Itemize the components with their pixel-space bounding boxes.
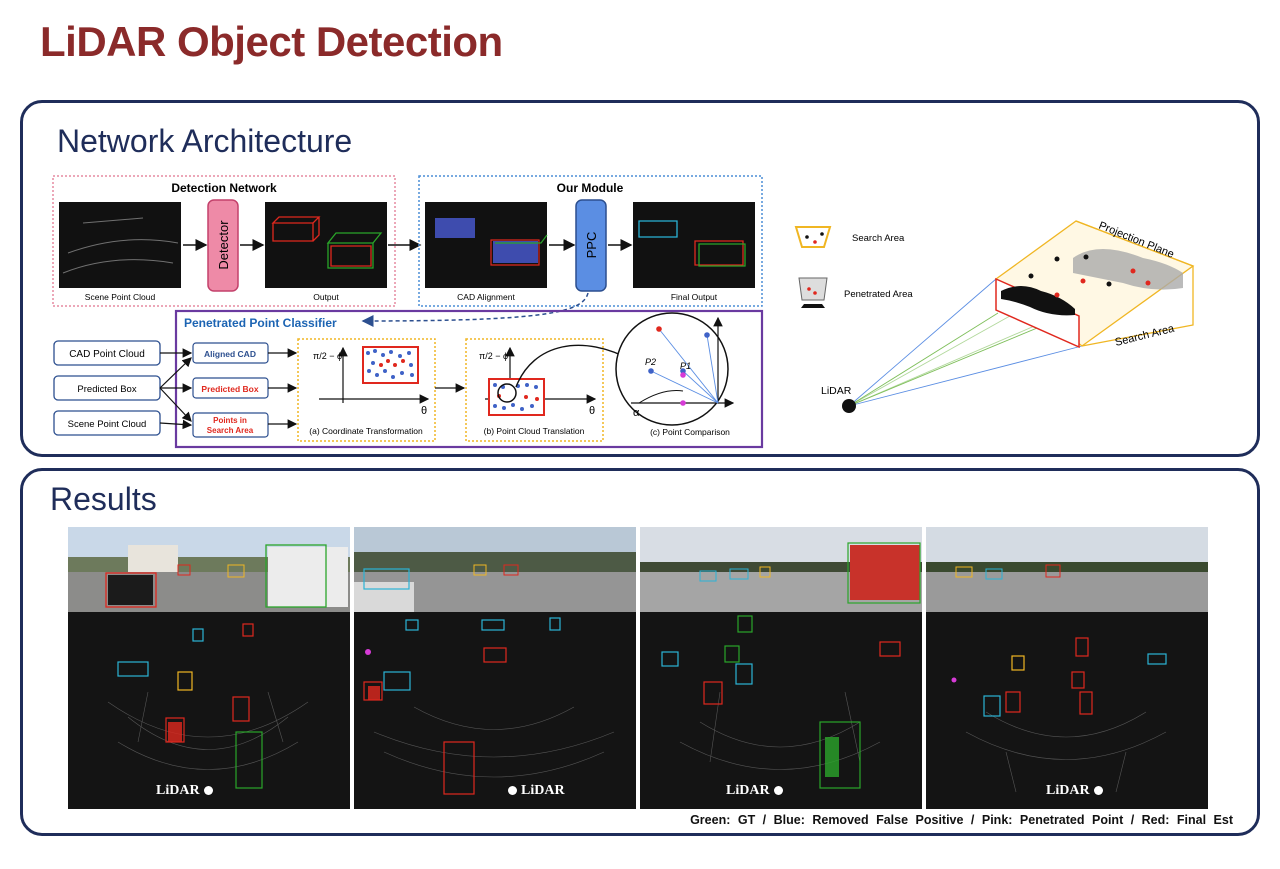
result-scene-1: LiDAR (68, 527, 350, 809)
final-output-image (633, 202, 755, 288)
result-scene-2: LiDAR (354, 527, 636, 809)
lidar-label-1: LiDAR (156, 783, 217, 799)
axis-y-label-b: π/2 − ϕ (479, 351, 508, 361)
penetrated-area-legend-icon (798, 277, 828, 308)
architecture-heading: Network Architecture (57, 123, 353, 159)
page-title: LiDAR Object Detection (40, 18, 503, 65)
step-a-caption: (a) Coordinate Transformation (309, 426, 423, 436)
points-in-label: Points in (213, 416, 247, 425)
output-image (265, 202, 387, 288)
aligned-cad-label: Aligned CAD (204, 349, 256, 359)
point-comparison-circle (615, 312, 729, 426)
input-scene-label: Scene Point Cloud (68, 419, 147, 430)
search-area-legend-label: Search Area (852, 233, 905, 244)
step-b-caption: (b) Point Cloud Translation (484, 426, 585, 436)
results-grid: LiDAR (68, 527, 1208, 809)
lidar-view-3: LiDAR (640, 612, 922, 809)
lidar-view-4: LiDAR (926, 612, 1208, 809)
camera-image-2 (354, 527, 636, 612)
input-predicted-label: Predicted Box (77, 384, 136, 395)
lidar-label-4: LiDAR (1046, 783, 1107, 799)
input-cad-label: CAD Point Cloud (69, 349, 145, 360)
ppc-label: PPC (584, 232, 599, 259)
predicted-box-label: Predicted Box (201, 384, 258, 394)
cad-alignment-caption: CAD Alignment (457, 292, 515, 302)
classifier-box (174, 309, 764, 449)
p1-label: P1 (680, 361, 691, 371)
camera-image-4 (926, 527, 1208, 612)
search-area-diagram-label: Search Area (1114, 322, 1176, 349)
detection-network-label: Detection Network (171, 181, 277, 195)
architecture-panel: Network Architecture Detection Network S… (20, 100, 1260, 457)
results-legend: Green: GT / Blue: Removed False Positive… (690, 813, 1233, 827)
result-scene-4: LiDAR (926, 527, 1208, 809)
results-heading: Results (50, 481, 157, 517)
ppc-block (575, 199, 607, 292)
lidar-label-2: LiDAR (504, 783, 565, 799)
lidar-origin-label: LiDAR (821, 385, 852, 397)
our-module-label: Our Module (557, 181, 624, 195)
results-panel: Results (20, 468, 1260, 836)
scene-point-cloud-image (59, 202, 181, 288)
step-c-caption: (c) Point Comparison (650, 427, 730, 437)
alpha-label: α (633, 407, 640, 419)
lidar-view-2: LiDAR (354, 612, 636, 809)
our-module-box (418, 175, 763, 307)
search-area-label: Search Area (207, 426, 254, 435)
penetrated-area-legend-label: Penetrated Area (844, 289, 913, 300)
detector-label: Detector (216, 220, 231, 270)
p2-label: P2 (645, 357, 656, 367)
detector-block (207, 199, 239, 292)
output-caption: Output (313, 292, 339, 302)
search-area-legend-icon (794, 226, 832, 248)
axis-x-label-b: θ (589, 405, 595, 417)
lidar-label-3: LiDAR (726, 783, 787, 799)
architecture-diagram: Detection Network Scene Point Cloud Dete… (52, 175, 1195, 449)
axis-x-label-a: θ (421, 405, 427, 417)
camera-image-3 (640, 527, 922, 612)
scene-point-cloud-caption: Scene Point Cloud (85, 292, 156, 302)
final-output-caption: Final Output (671, 292, 718, 302)
points-in-search-area-block (192, 412, 269, 438)
axis-y-label-a: π/2 − ϕ (313, 351, 342, 361)
projection-schematic (842, 220, 1195, 413)
camera-image-1 (68, 527, 350, 612)
result-scene-3: LiDAR (640, 527, 922, 809)
classifier-label: Penetrated Point Classifier (184, 316, 337, 330)
lidar-view-1: LiDAR (68, 612, 350, 809)
